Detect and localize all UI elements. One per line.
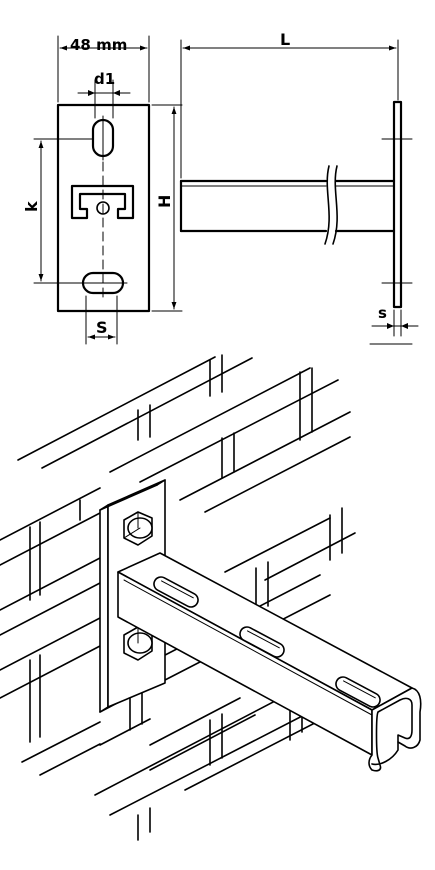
base-plate-outline — [56, 103, 151, 313]
bolt-top — [123, 511, 153, 546]
channel-end-profile — [368, 687, 422, 772]
s-slot-label: S — [96, 318, 108, 337]
d1-label: d1 — [94, 70, 115, 88]
channel-section — [70, 184, 135, 220]
center-hole — [96, 201, 110, 215]
side-view: L s — [179, 30, 419, 345]
end-plate — [392, 100, 403, 309]
width-label: 48 mm — [70, 36, 127, 54]
s-thickness-label: s — [378, 304, 387, 322]
bolt-bottom — [123, 626, 153, 661]
h-label: H — [155, 195, 174, 208]
isometric-illustration — [0, 354, 422, 841]
front-view: 48 mm d1 k H S — [22, 35, 183, 345]
break-mark — [324, 165, 330, 245]
iso-channel-arm — [117, 552, 422, 772]
brick-wall — [0, 354, 356, 841]
l-label: L — [280, 30, 290, 49]
k-label: k — [22, 201, 41, 212]
channel-slots — [153, 576, 381, 708]
